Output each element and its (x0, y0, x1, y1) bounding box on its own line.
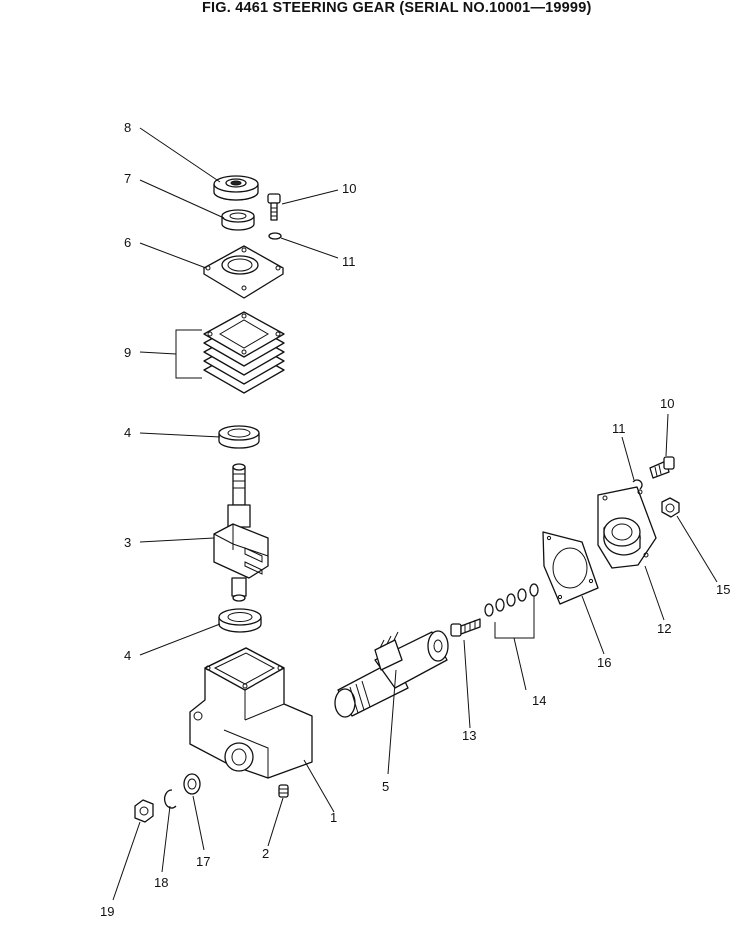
callout-1: 1 (330, 810, 337, 825)
part-6-cover[interactable] (203, 245, 284, 299)
callout-9: 9 (124, 345, 131, 360)
part-10-bolt-top[interactable] (267, 193, 281, 221)
part-8-seal[interactable] (213, 175, 259, 201)
part-7-bearing[interactable] (221, 209, 255, 231)
callout-5: 5 (382, 779, 389, 794)
callout-10-right: 10 (660, 396, 674, 411)
part-16-gasket[interactable] (542, 531, 599, 605)
part-9-shim-stack[interactable] (203, 311, 285, 394)
callout-6: 6 (124, 235, 131, 250)
callout-16: 16 (597, 655, 611, 670)
callout-11-top: 11 (342, 254, 356, 269)
callout-labels: 8 7 10 11 6 9 4 3 4 1 2 5 13 14 16 12 15… (100, 120, 730, 919)
callout-19: 19 (100, 904, 114, 919)
figure-title: FIG. 4461 STEERING GEAR (SERIAL NO.10001… (202, 0, 592, 16)
part-2-plug[interactable] (278, 784, 289, 798)
part-5-sector-shaft[interactable] (334, 630, 449, 718)
part-17-seal[interactable] (183, 773, 201, 795)
part-12-side-cover[interactable] (597, 486, 657, 569)
callout-18: 18 (154, 875, 168, 890)
part-19-nut[interactable] (134, 799, 154, 823)
callout-13: 13 (462, 728, 476, 743)
callout-14: 14 (532, 693, 546, 708)
part-10-bolt-right[interactable] (649, 456, 675, 479)
part-14-washers[interactable] (484, 583, 539, 617)
callout-8: 8 (124, 120, 131, 135)
part-1-gear-housing[interactable] (189, 647, 313, 779)
callout-12: 12 (657, 621, 671, 636)
callout-4-lower: 4 (124, 648, 131, 663)
callout-4-upper: 4 (124, 425, 131, 440)
callout-11-right: 11 (612, 421, 626, 436)
part-3-worm-shaft[interactable] (213, 463, 269, 602)
part-18-snap-ring[interactable] (163, 789, 177, 809)
callout-2: 2 (262, 846, 269, 861)
part-4-bearing-lower[interactable] (218, 608, 262, 633)
callout-15: 15 (716, 582, 730, 597)
callout-7: 7 (124, 171, 131, 186)
callout-17: 17 (196, 854, 210, 869)
part-11-washer-right[interactable] (632, 479, 643, 490)
part-15-nut[interactable] (661, 497, 680, 518)
callout-10-top: 10 (342, 181, 356, 196)
callout-3: 3 (124, 535, 131, 550)
part-13-adjusting-bolt[interactable] (450, 618, 481, 637)
part-11-washer-top[interactable] (268, 232, 282, 240)
leader-lines (112, 127, 718, 901)
part-4-bearing-upper[interactable] (218, 425, 260, 449)
